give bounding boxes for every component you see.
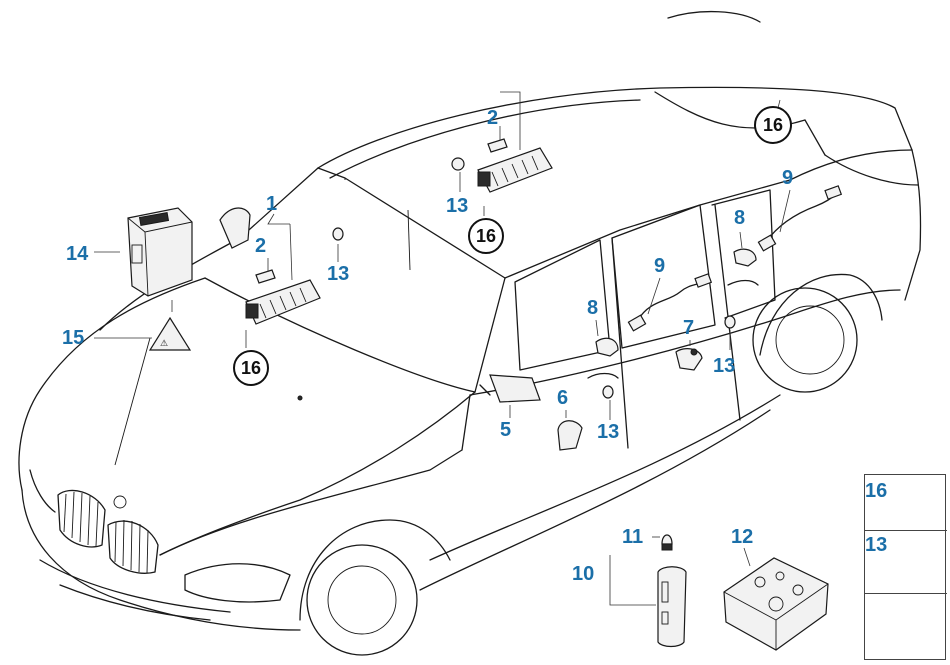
callout-7: 7	[683, 317, 695, 339]
callout-6: 6	[557, 387, 569, 409]
callout-2-front: 2	[255, 235, 267, 257]
circled-16-rear-window: 16	[754, 106, 792, 144]
callout-8-front: 8	[587, 297, 599, 319]
wiring-9	[627, 185, 843, 332]
reading-light-front	[245, 269, 321, 325]
callout-9-rear: 9	[782, 167, 794, 189]
callout-13-rear-door: 13	[713, 355, 736, 377]
callout-2-rear: 2	[487, 107, 499, 129]
circled-16-rear-light: 16	[468, 218, 504, 254]
lamp-6	[557, 420, 583, 451]
warning-triangle-15: ⚠	[148, 316, 192, 351]
callout-15: 15	[62, 327, 85, 349]
legend-label-16: 16	[865, 480, 888, 502]
callout-5: 5	[500, 419, 512, 441]
bulb-11	[661, 534, 673, 551]
legend-divider	[865, 593, 947, 594]
svg-text:⚠: ⚠	[160, 338, 168, 348]
legend-label-13: 13	[865, 534, 888, 556]
flashlight-10	[657, 566, 687, 648]
car-body	[18, 10, 922, 656]
callout-12: 12	[731, 526, 754, 548]
callout-11: 11	[622, 526, 644, 548]
circled-16-front-light: 16	[233, 350, 269, 386]
callout-14: 14	[66, 243, 89, 265]
callout-1: 1	[266, 193, 278, 215]
callout-13-front: 13	[327, 263, 350, 285]
lamp-unit-14	[127, 207, 193, 297]
callout-13-front-door: 13	[597, 421, 620, 443]
bulb-kit-12	[723, 557, 829, 651]
door-lights-8	[595, 248, 757, 357]
callout-8-rear: 8	[734, 207, 746, 229]
legend-divider	[865, 530, 947, 531]
lamp-7	[675, 348, 703, 371]
callout-13-rear: 13	[446, 195, 469, 217]
callout-9-front: 9	[654, 255, 666, 277]
legend-panel: 16 13	[864, 474, 947, 660]
grommets-13	[332, 157, 736, 399]
callout-10: 10	[572, 563, 595, 585]
reading-light-rear	[477, 138, 553, 193]
